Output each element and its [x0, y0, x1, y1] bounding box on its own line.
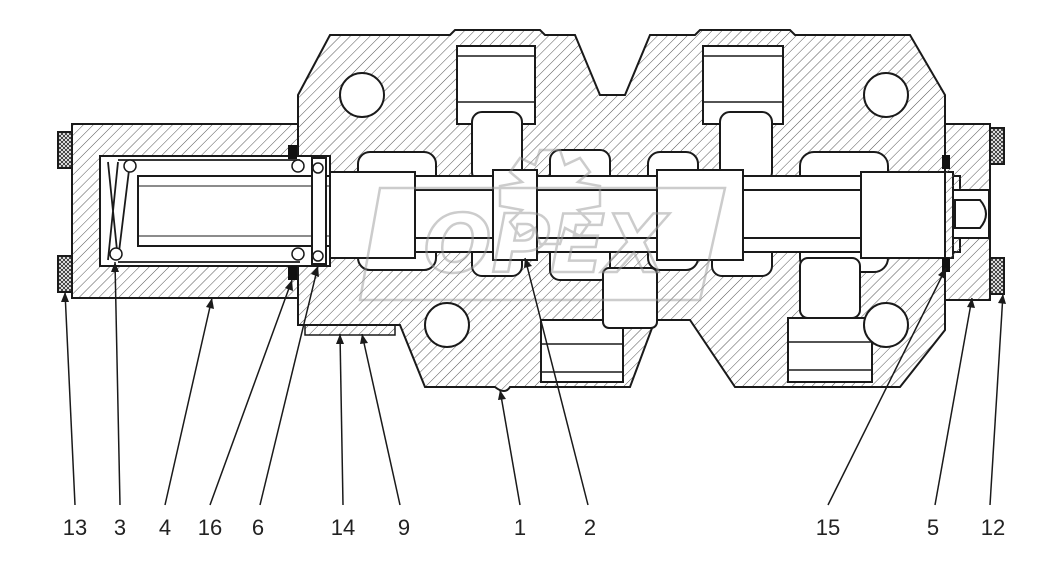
right-cap-plug [954, 199, 987, 229]
callout-6: 6 [252, 515, 264, 540]
callout-9: 9 [398, 515, 410, 540]
leader-1 [499, 389, 521, 506]
leader-9 [361, 333, 401, 506]
bolt-head-left [57, 131, 73, 169]
leader-2 [524, 257, 589, 506]
watermark: OPEX [358, 148, 727, 302]
callout-leaders [64, 257, 1004, 506]
bolt-head-right [989, 257, 1005, 295]
watermark-gear-icon [498, 148, 602, 246]
leader-3 [114, 261, 121, 506]
spring-wire [291, 159, 305, 173]
spool [319, 169, 954, 261]
callout-16: 16 [198, 515, 222, 540]
washer-ball [312, 250, 324, 262]
seal-16 [288, 266, 297, 280]
callout-4: 4 [159, 515, 171, 540]
leader-14 [339, 333, 344, 506]
mount-hole [424, 302, 470, 348]
spring [107, 159, 300, 263]
leader-5 [934, 297, 973, 506]
leader-16 [209, 279, 293, 506]
callout-14: 14 [331, 515, 355, 540]
bolt-head-right [989, 127, 1005, 165]
callout-15: 15 [816, 515, 840, 540]
port-bottom-right [787, 317, 873, 383]
spool-extension [137, 175, 331, 247]
spring-wire [291, 247, 305, 261]
callout-3: 3 [114, 515, 126, 540]
washer-ball [312, 162, 324, 174]
callout-labels: 13 3 4 16 6 14 9 1 2 15 5 12 [63, 515, 1005, 540]
leader-4 [164, 297, 213, 506]
mount-hole [863, 302, 909, 348]
retainer-washer [311, 157, 327, 265]
mount-hole [339, 72, 385, 118]
spring-wire [109, 247, 123, 261]
leader-13 [64, 291, 76, 506]
seal-15 [942, 155, 950, 169]
callout-1: 1 [514, 515, 526, 540]
nameplate [304, 324, 396, 336]
callout-12: 12 [981, 515, 1005, 540]
callout-arrowheads [61, 258, 1006, 400]
callout-2: 2 [584, 515, 596, 540]
seal-15 [942, 258, 950, 272]
spring-wire [123, 159, 137, 173]
mount-hole [863, 72, 909, 118]
bolt-head-left [57, 255, 73, 293]
seal-16 [288, 145, 297, 159]
callout-13: 13 [63, 515, 87, 540]
leader-12 [989, 293, 1004, 506]
leader-15 [827, 267, 947, 506]
callout-5: 5 [927, 515, 939, 540]
watermark-text: OPEX [424, 198, 670, 291]
watermark-frame [358, 186, 727, 302]
leader-6 [259, 265, 319, 506]
